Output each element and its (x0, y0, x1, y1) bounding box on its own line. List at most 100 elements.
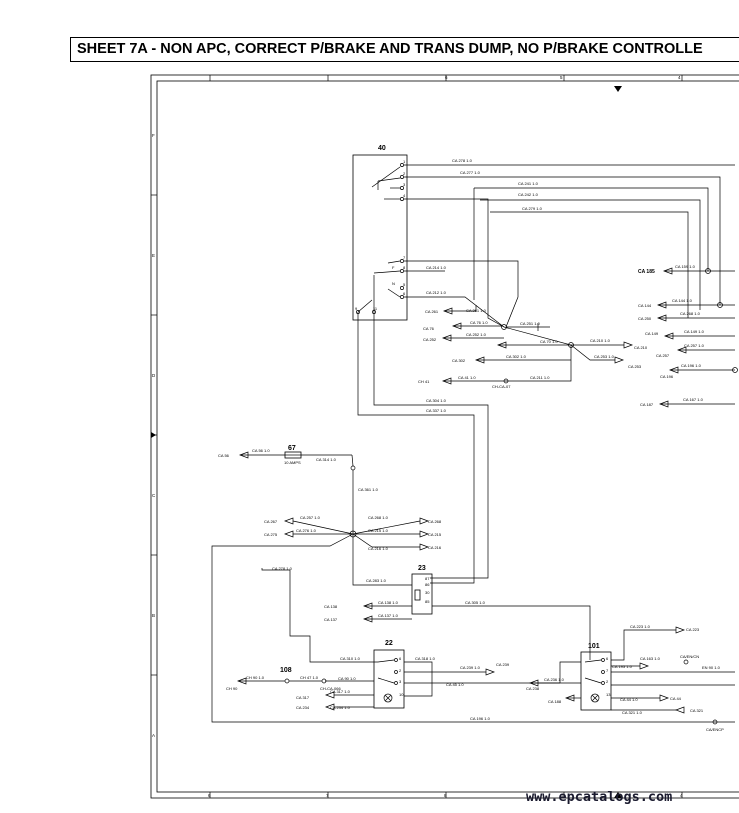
wire-label: CA 279 1.0 (522, 206, 543, 211)
svg-text:30: 30 (425, 590, 430, 595)
connector-ca185: CA 185 (638, 269, 655, 275)
svg-text:11: 11 (373, 306, 378, 311)
svg-text:CA 76 1.0: CA 76 1.0 (470, 320, 488, 325)
svg-text:CA 252: CA 252 (423, 337, 437, 342)
svg-text:CH 90 1.0: CH 90 1.0 (246, 675, 265, 680)
grid-left-f: F (152, 133, 155, 138)
svg-text:CA 239: CA 239 (496, 662, 510, 667)
fuse-67: 67 CA 56 CA 56 1.0 10 AMPS CA 314 1.0 CA… (218, 445, 379, 534)
component-22-label: 22 (385, 640, 393, 647)
svg-text:CA 317: CA 317 (296, 695, 310, 700)
svg-text:CA 223 1.0: CA 223 1.0 (630, 624, 651, 629)
component-108-label: 108 (280, 667, 292, 674)
grid-left-d: D (152, 373, 156, 378)
svg-text:CA 314 1.0: CA 314 1.0 (316, 457, 337, 462)
ground-108: 108 CH 90 CH 90 1.0 CH 47 1.0 CH-CA-066 (226, 667, 341, 691)
svg-text:CA 275: CA 275 (264, 532, 278, 537)
svg-text:CA 302: CA 302 (452, 358, 466, 363)
svg-text:7: 7 (403, 255, 406, 260)
svg-text:CA 210: CA 210 (634, 345, 648, 350)
svg-text:CA 215 1.0: CA 215 1.0 (368, 528, 389, 533)
svg-text:13: 13 (606, 692, 611, 697)
grid-left-a: A (152, 733, 155, 738)
svg-text:CA 56 1.0: CA 56 1.0 (252, 448, 270, 453)
svg-text:CA 187: CA 187 (640, 402, 654, 407)
svg-text:CA 210 1.0: CA 210 1.0 (590, 338, 611, 343)
grid-top-4: 4 (678, 75, 681, 80)
svg-text:CA 41 1.0: CA 41 1.0 (458, 375, 476, 380)
wires-mid: CA 337 1.0 CA 304 1.0 (357, 312, 489, 584)
switch-40: 40 1 2 3 4 7 8 F 5 6 N 9 11 (352, 145, 408, 321)
svg-text:CA 137 1.0: CA 137 1.0 (378, 613, 399, 618)
relay-23: 23 87 86 30 85 CA 278 1.0 CA 138 CA 138 … (261, 565, 591, 663)
svg-text:CA 268 1.0: CA 268 1.0 (368, 515, 389, 520)
svg-text:10: 10 (399, 692, 404, 697)
svg-text:CA 196 1.0: CA 196 1.0 (681, 363, 702, 368)
wire-label: CA 241 1.0 (518, 181, 539, 186)
svg-text:CA 216 1.0: CA 216 1.0 (368, 546, 389, 551)
svg-text:CA 234 1.0: CA 234 1.0 (330, 705, 351, 710)
svg-text:CA 70 1.0: CA 70 1.0 (540, 339, 558, 344)
grid-labels: 6 5 4 6 7 8 5 4 F E D C B A (152, 75, 683, 798)
svg-text:CA 149 1.0: CA 149 1.0 (684, 329, 705, 334)
switch-101: 101 6 7 2 13 CA 223 CA 223 1.0 CA 163 1.… (470, 624, 735, 732)
svg-text:CA 216: CA 216 (428, 545, 442, 550)
svg-text:CA/ENCP: CA/ENCP (706, 727, 724, 732)
svg-text:CA 144: CA 144 (638, 303, 652, 308)
svg-text:CA 261 1.0: CA 261 1.0 (466, 308, 487, 313)
wire-label: CA 278 1.0 (452, 158, 473, 163)
grid-top-6: 6 (445, 75, 448, 80)
grid-left-b: B (152, 613, 155, 618)
svg-text:CA 321: CA 321 (690, 708, 704, 713)
svg-text:CA/EN/CN: CA/EN/CN (680, 654, 699, 659)
grid-bottom-1: 6 (208, 793, 211, 798)
svg-text:N: N (392, 281, 395, 286)
svg-text:CA 234: CA 234 (296, 705, 310, 710)
svg-text:CA 223: CA 223 (686, 627, 700, 632)
svg-text:CA 144 1.0: CA 144 1.0 (672, 298, 693, 303)
svg-text:CA 337 1.0: CA 337 1.0 (426, 408, 447, 413)
svg-text:CA 261: CA 261 (425, 309, 439, 314)
svg-text:CA 321 1.0: CA 321 1.0 (622, 710, 643, 715)
svg-text:CA 137: CA 137 (324, 617, 338, 622)
svg-text:CA 149: CA 149 (645, 331, 659, 336)
svg-text:EN 90 1.0: EN 90 1.0 (702, 665, 721, 670)
svg-text:CH 90: CH 90 (226, 686, 238, 691)
svg-text:CA 268 1.0: CA 268 1.0 (680, 311, 701, 316)
svg-text:CA 268: CA 268 (428, 519, 442, 524)
svg-text:3: 3 (403, 182, 406, 187)
svg-text:CA 267: CA 267 (264, 519, 278, 524)
svg-text:CA 44: CA 44 (670, 696, 682, 701)
svg-text:2: 2 (399, 668, 402, 673)
svg-text:CA 317 1.0: CA 317 1.0 (330, 689, 351, 694)
grid-left-c: C (152, 493, 156, 498)
svg-text:CA 159 1.0: CA 159 1.0 (675, 264, 696, 269)
svg-text:CA 278 1.0: CA 278 1.0 (272, 566, 293, 571)
component-40-label: 40 (378, 145, 386, 152)
component-23-label: 23 (418, 565, 426, 572)
svg-text:CA 76: CA 76 (423, 326, 435, 331)
svg-text:9: 9 (355, 306, 358, 311)
svg-text:10 AMPS: 10 AMPS (284, 460, 301, 465)
watermark: www.epcatalogs.com (526, 789, 672, 805)
svg-text:CA 167 1.0: CA 167 1.0 (683, 397, 704, 402)
grid-bottom-2: 7 (326, 793, 329, 798)
grid-bottom-3: 8 (444, 793, 447, 798)
svg-text:CA 276 1.0: CA 276 1.0 (296, 528, 317, 533)
svg-text:CA 196 1.0: CA 196 1.0 (470, 716, 491, 721)
svg-text:8: 8 (403, 265, 406, 270)
svg-text:F: F (392, 265, 395, 270)
wires-top: CA 278 1.0 CA 277 1.0 CA 241 1.0 CA 242 … (404, 158, 735, 382)
svg-text:CA 257 1.0: CA 257 1.0 (684, 343, 705, 348)
svg-text:CA 283 1.0: CA 283 1.0 (366, 578, 387, 583)
splice-node: CA 267 CA 257 1.0 CA 275 CA 276 1.0 CA 2… (211, 515, 735, 723)
svg-text:CH-CA-066: CH-CA-066 (320, 686, 341, 691)
svg-text:CA 304 1.0: CA 304 1.0 (426, 398, 447, 403)
svg-text:CA 44 1.0: CA 44 1.0 (620, 697, 638, 702)
svg-text:CA 193 1.0: CA 193 1.0 (612, 664, 633, 669)
switch-22: 22 6 2 3 10 CA 310 1.0 CA 318 1.0 CA 239… (296, 640, 560, 711)
wire-label: CA 251 1.0 (520, 321, 541, 326)
svg-text:CA 305 1.0: CA 305 1.0 (465, 600, 486, 605)
svg-text:CA 239 1.0: CA 239 1.0 (460, 665, 481, 670)
